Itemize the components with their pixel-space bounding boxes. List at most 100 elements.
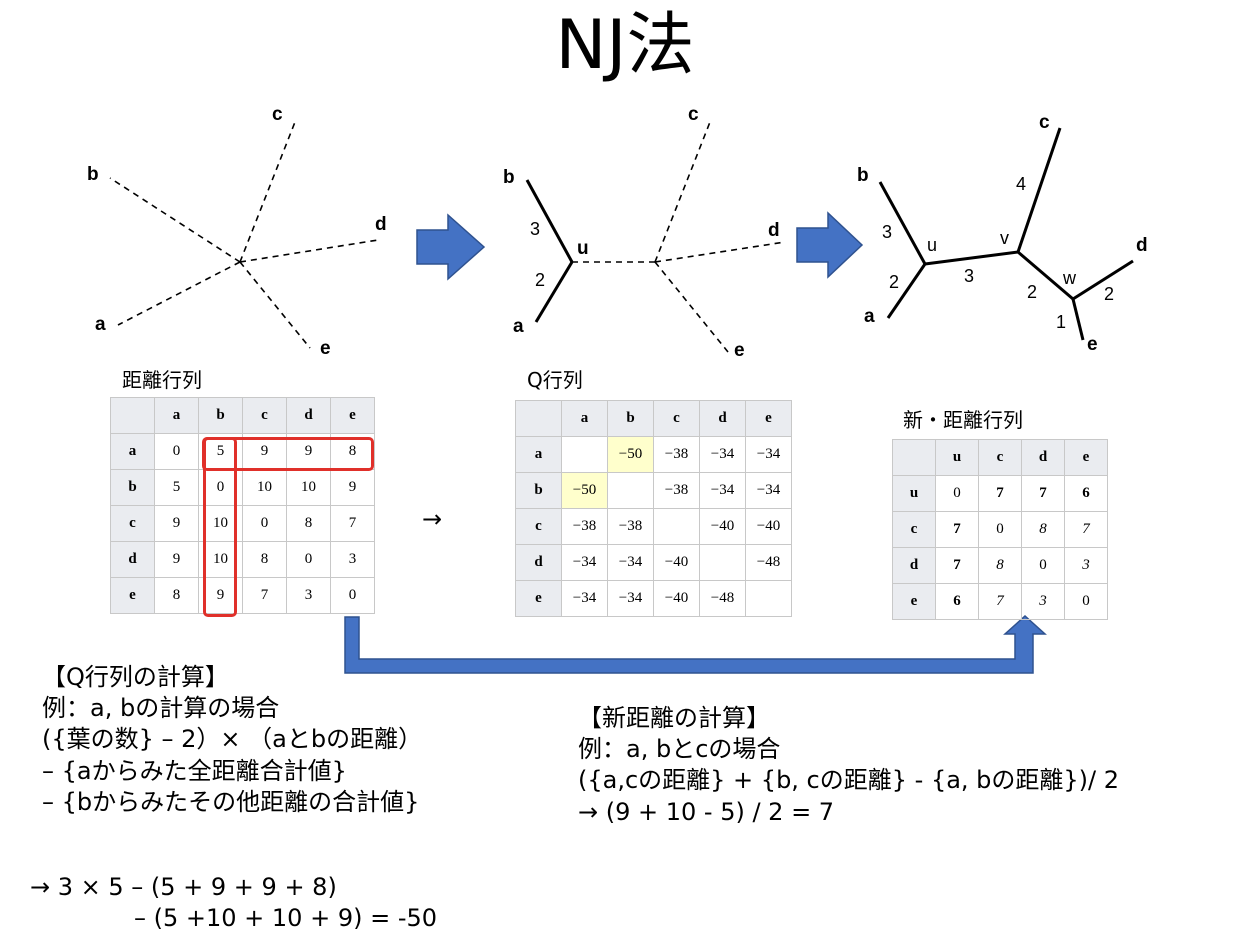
matrix-cell: −38 [607, 508, 654, 545]
leaf-label-a: a [864, 306, 875, 327]
matrix-cell: 9 [154, 505, 199, 542]
col-header: c [653, 400, 700, 437]
col-header: c [242, 397, 287, 434]
matrix-cell: −40 [745, 508, 792, 545]
edge-center-d [654, 241, 786, 263]
col-header: a [561, 400, 608, 437]
col-header: d [286, 397, 331, 434]
new-distance-matrix-caption: 新・距離行列 [903, 408, 1023, 432]
matrix-cell: 0 [978, 511, 1022, 548]
q-calc-heading: 【Q行列の計算】 [42, 663, 229, 691]
edge-length-bu: 3 [882, 222, 892, 242]
edge-u-v [924, 250, 1019, 266]
arrow-glyph: → [422, 505, 443, 533]
leaf-label-e: e [320, 338, 331, 359]
matrix-cell: −48 [699, 580, 746, 617]
matrix-cell: −34 [745, 472, 792, 509]
col-header: u [935, 439, 979, 476]
matrix-cell: −38 [561, 508, 608, 545]
matrix-cell: 7 [1064, 511, 1108, 548]
step-arrow-2 [796, 211, 864, 279]
edge-v-w [1017, 250, 1074, 301]
edge-length-dw: 2 [1104, 284, 1114, 304]
matrix-cell: 9 [154, 541, 199, 578]
matrix-cell: −34 [607, 544, 654, 581]
matrix-cell: −38 [653, 472, 700, 509]
row-header: e [110, 577, 155, 614]
node-label-u: u [927, 235, 937, 255]
matrix-cell: 3 [286, 577, 331, 614]
tree-step2: c b d a e u 3 2 [503, 104, 786, 361]
matrix-cell: 6 [1064, 475, 1108, 512]
matrix-cell: −40 [653, 544, 700, 581]
q-matrix-caption: Q行列 [527, 368, 583, 392]
matrix-cell: 8 [154, 577, 199, 614]
edge-center-e [654, 261, 729, 353]
matrix-cell: 0 [154, 433, 199, 470]
q-calc-line: ({葉の数} – 2）× （aとbの距離） [42, 725, 423, 754]
matrix-cell: 9 [330, 469, 375, 506]
row-header: u [892, 475, 936, 512]
edge-center-d [239, 239, 379, 263]
connector-arrow [344, 614, 1047, 674]
leaf-label-b: b [87, 164, 99, 185]
col-header: d [699, 400, 746, 437]
leaf-label-d: d [1136, 235, 1148, 256]
row-header: e [515, 580, 562, 617]
edge-length-ew: 1 [1056, 312, 1066, 332]
matrix-cell: 8 [286, 505, 331, 542]
edge-length-cv: 4 [1016, 174, 1026, 194]
matrix-cell: 0 [330, 577, 375, 614]
row-header: a [515, 436, 562, 473]
edge-center-c [239, 121, 296, 263]
matrix-cell: 5 [154, 469, 199, 506]
leaf-label-a: a [95, 314, 106, 335]
new-calc-line: → (9 + 10 - 5) / 2 = 7 [578, 797, 835, 826]
matrix-cell: 8 [242, 541, 287, 578]
q-calc-line: – {aからみた全距離合計値} [42, 756, 347, 785]
matrix-cell: 8 [1021, 511, 1065, 548]
edge-length-bu: 3 [530, 219, 540, 239]
col-header: c [978, 439, 1022, 476]
matrix-cell: 10 [286, 469, 331, 506]
matrix-cell [607, 472, 654, 509]
new-calc-line: 例：a, bとcの場合 [578, 735, 781, 764]
matrix-cell: −34 [561, 544, 608, 581]
leaf-label-a: a [513, 316, 524, 337]
leaf-label-e: e [1087, 334, 1098, 355]
matrix-cell: 0 [286, 541, 331, 578]
edge-center-b [109, 177, 241, 263]
edge-length-vw: 2 [1027, 282, 1037, 302]
leaf-label-c: c [688, 104, 699, 125]
row-header: b [110, 469, 155, 506]
distance-matrix-caption: 距離行列 [122, 368, 202, 392]
col-header: e [330, 397, 375, 434]
row-header: c [515, 508, 562, 545]
leaf-label-d: d [375, 214, 387, 235]
matrix-cell: 10 [242, 469, 287, 506]
row-header: e [892, 583, 936, 620]
corner-cell [515, 400, 562, 437]
node-label-u: u [577, 238, 589, 259]
edge-length-au: 2 [535, 270, 545, 290]
matrix-cell: 0 [242, 505, 287, 542]
step-arrow-1 [416, 213, 486, 281]
new-distance-calc-notes: 【新距離の計算】 例：a, bとcの場合 ({a,cの距離} + {b, cの距… [578, 703, 1119, 828]
row-header: c [110, 505, 155, 542]
corner-cell [110, 397, 155, 434]
q-calc-line: – {bからみたその他距離の合計値} [42, 787, 420, 816]
tree-star: c b d a e [87, 104, 387, 359]
node-label-w: w [1062, 268, 1077, 288]
edge-w-d [1072, 259, 1134, 301]
matrix-cell: −40 [699, 508, 746, 545]
edge-u-b [878, 181, 927, 265]
row-header: d [515, 544, 562, 581]
new-calc-line: ({a,cの距離} + {b, cの距離} - {a, bの距離})/ 2 [578, 766, 1120, 795]
q-calc-result: → 3 × 5 – (5 + 9 + 9 + 8) – (5 +10 + 10 … [30, 872, 437, 934]
matrix-cell-highlight: −50 [561, 472, 608, 509]
edge-center-a [117, 261, 241, 326]
matrix-cell [699, 544, 746, 581]
q-calc-line: 例：a, bの計算の場合 [42, 694, 280, 723]
col-header: b [198, 397, 243, 434]
